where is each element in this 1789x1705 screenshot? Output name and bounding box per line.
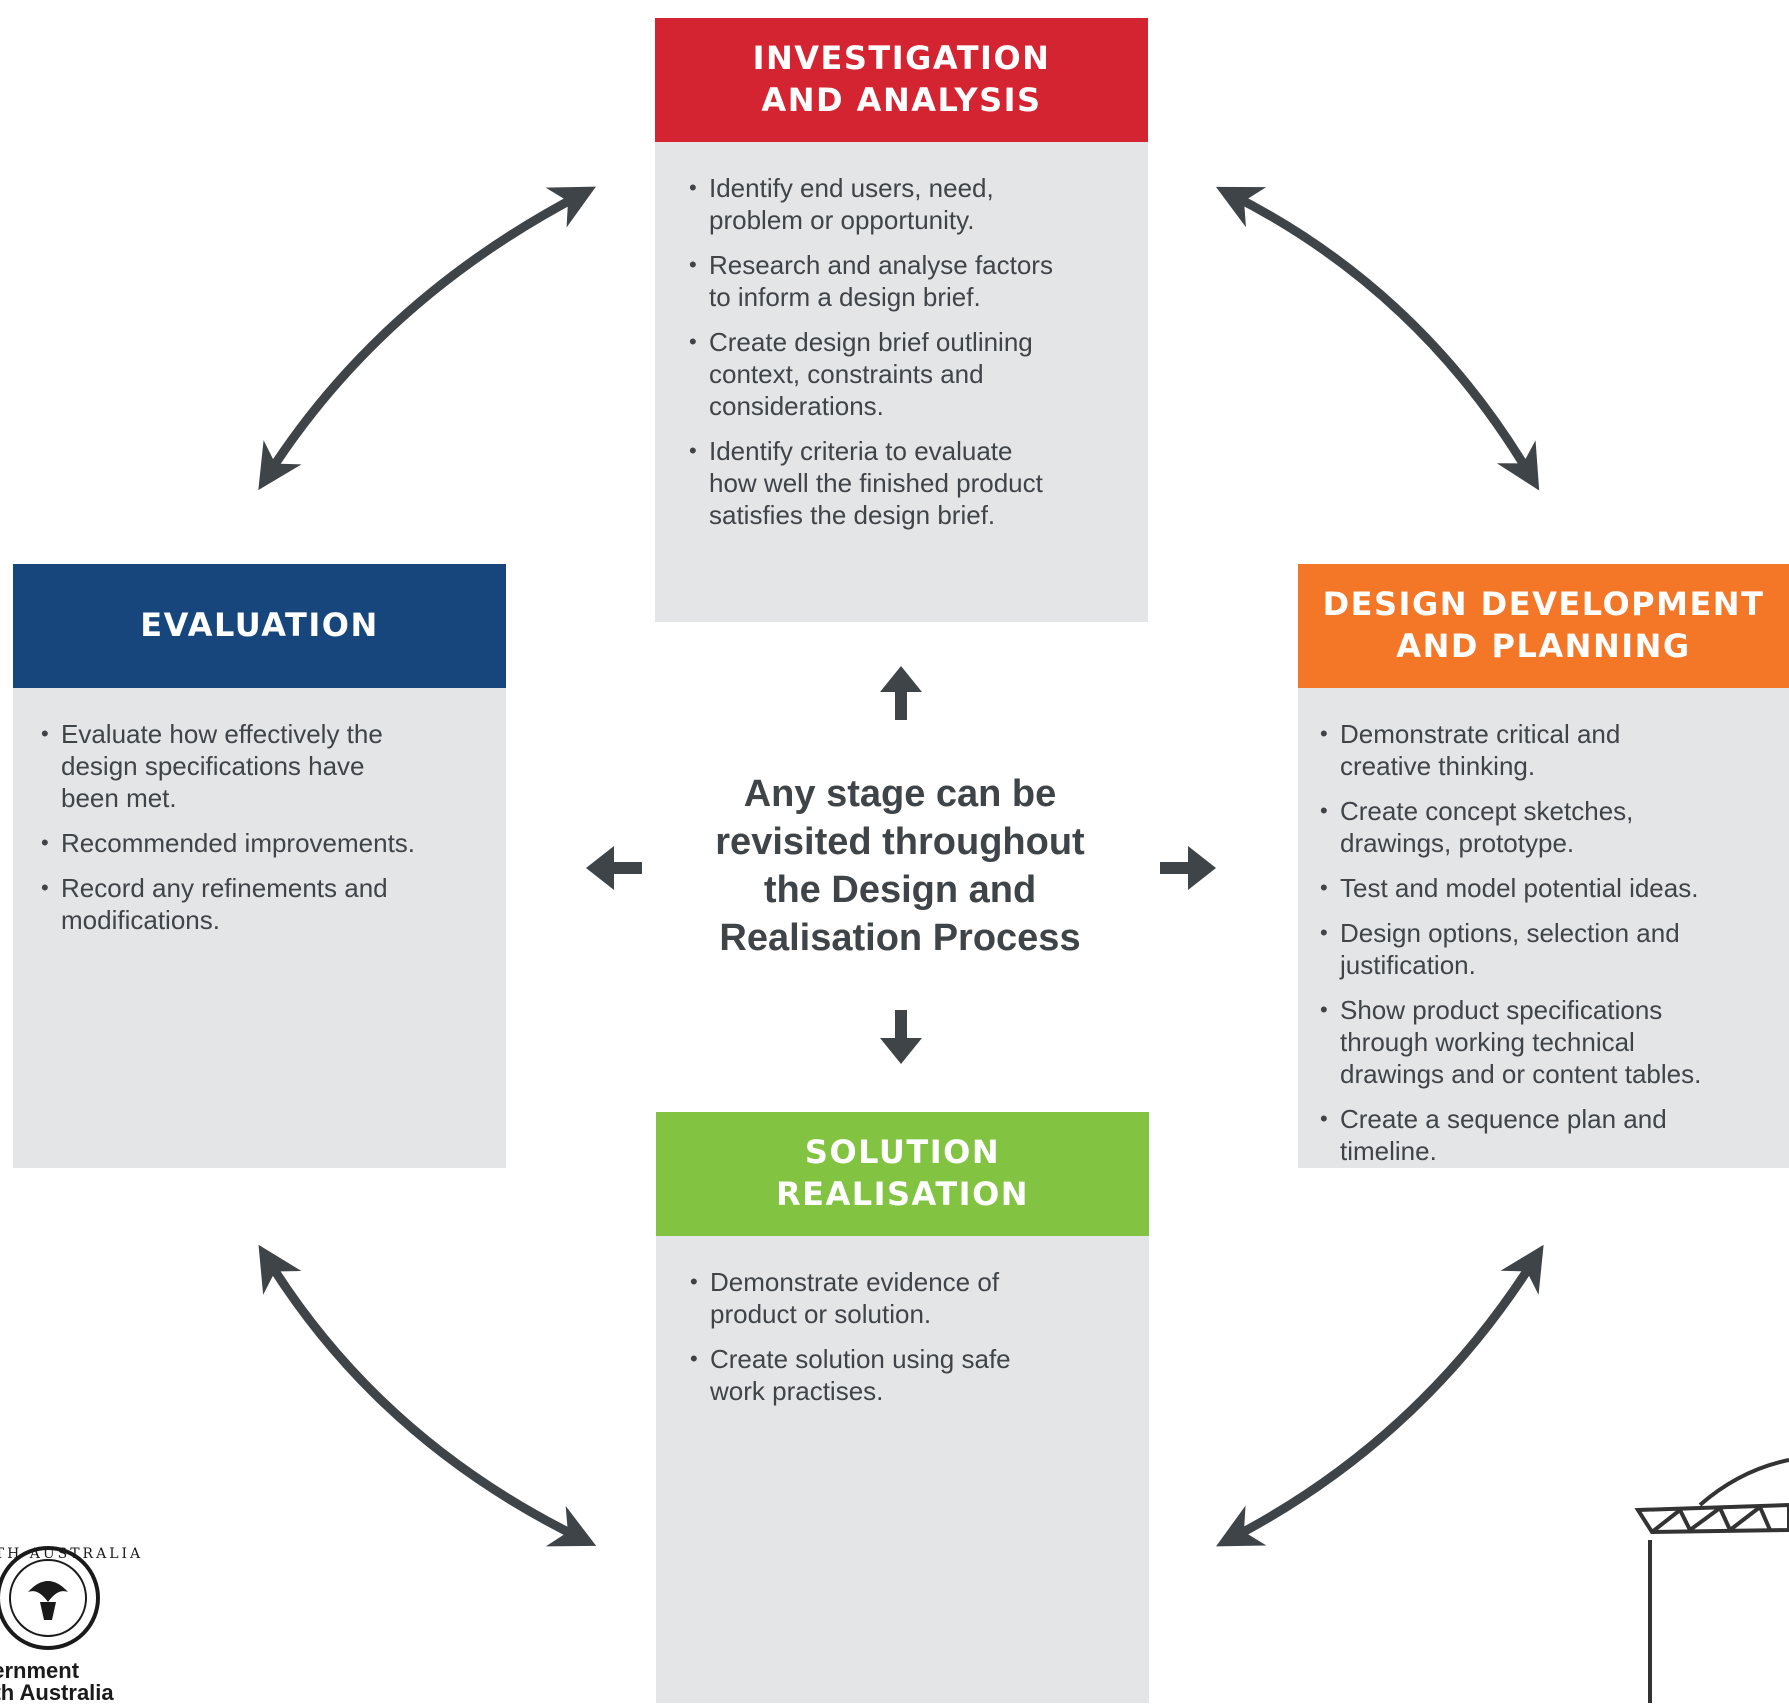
center-statement: Any stage can be revisited throughout th… [715,773,1085,959]
arrow-right [1160,846,1216,890]
government-logo-text: vernment uth Australia [0,1658,114,1705]
list-item: Recommended improvements. [41,827,478,859]
arrow-left [586,846,642,890]
crane-sketch-icon [1634,1458,1789,1703]
stage-investigation-title: INVESTIGATION AND ANALYSIS [655,18,1148,142]
stage-solution-title: SOLUTION REALISATION [656,1112,1149,1236]
svg-text:SOUTH AUSTRALIA: SOUTH AUSTRALIA [0,1546,143,1562]
arrow-evaluation-investigation [258,186,596,491]
stage-investigation-body: Identify end users, need,problem or oppo… [655,142,1148,622]
stage-investigation: INVESTIGATION AND ANALYSIS Identify end … [655,18,1148,622]
arrow-solution-design [1216,1244,1544,1547]
list-item: Identify end users, need,problem or oppo… [689,172,1114,236]
list-item: Create concept sketches,drawings, protot… [1320,795,1767,859]
arrow-evaluation-solution [258,1244,597,1547]
stage-evaluation: EVALUATION Evaluate how effectively thed… [13,564,506,1168]
list-item: Create a sequence plan and timeline. [1320,1103,1767,1167]
stage-solution-realisation: SOLUTION REALISATION Demonstrate evidenc… [656,1112,1149,1703]
list-item: Design options, selection andjustificati… [1320,917,1767,981]
stage-evaluation-title: EVALUATION [13,564,506,688]
stage-design-development: DESIGN DEVELOPMENT AND PLANNING Demonstr… [1298,564,1789,1168]
government-seal-icon: SOUTH AUSTRALIA [0,1546,143,1650]
arrow-down [880,1010,922,1064]
stage-design-title: DESIGN DEVELOPMENT AND PLANNING [1298,564,1789,688]
arrow-investigation-design [1215,186,1540,491]
list-item: Test and model potential ideas. [1320,872,1767,904]
arrow-up [880,666,922,720]
